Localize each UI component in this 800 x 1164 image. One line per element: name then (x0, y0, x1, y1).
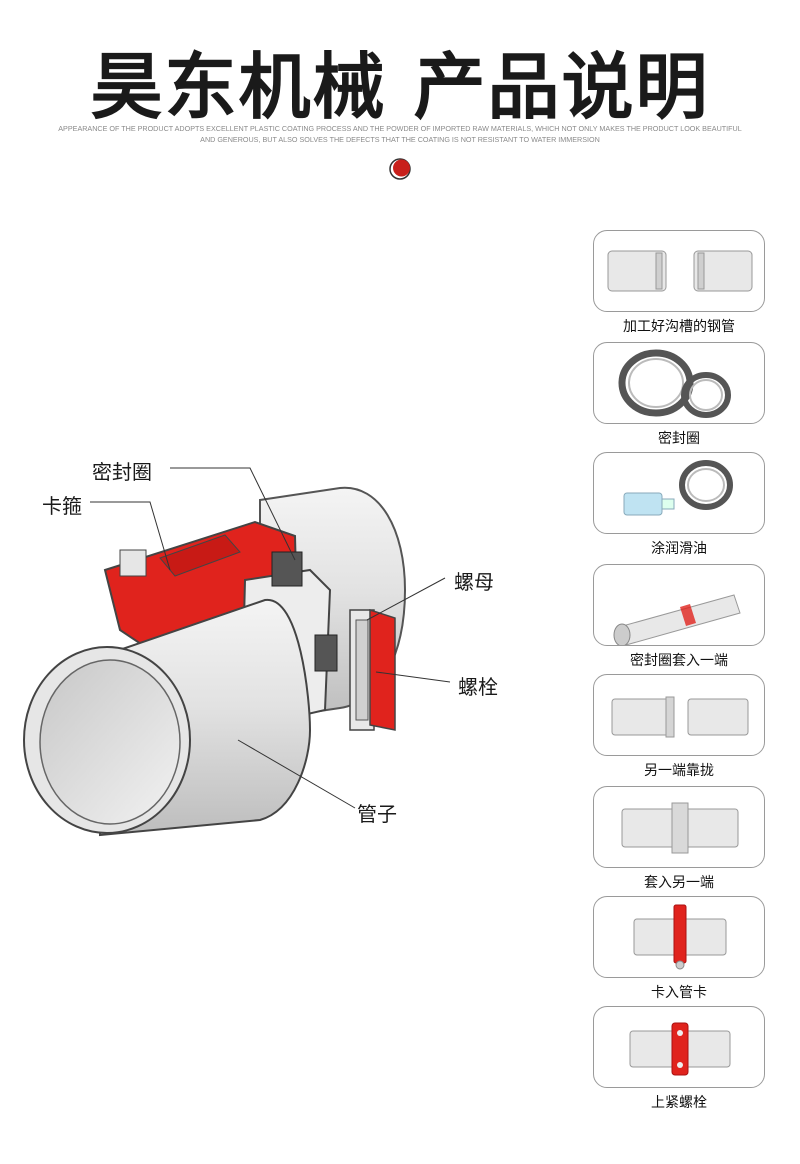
grooved-pipe-icon (607, 250, 753, 292)
step-label: 密封圈 (658, 431, 700, 447)
step-card-grooved-pipe (593, 230, 765, 312)
step-label: 另一端靠拢 (644, 763, 714, 779)
step-label: 加工好沟槽的钢管 (623, 319, 735, 335)
seal-ring-icon (618, 349, 731, 418)
step-card-bring-together (593, 674, 765, 756)
subtitle-line-2: AND GENEROUS, BUT ALSO SOLVES THE DEFECT… (200, 135, 600, 144)
step-card-fit-clamp (593, 896, 765, 978)
lubricant-bottle-icon (623, 460, 733, 516)
step-item: 加工好沟槽的钢管 (593, 230, 765, 336)
pipe-with-seal-icon (613, 594, 741, 645)
step-card-seal-ring (593, 342, 765, 424)
step-label: 上紧螺栓 (651, 1095, 707, 1111)
step-label: 密封圈套入一端 (630, 653, 728, 669)
subtitle-line-1: APPEARANCE OF THE PRODUCT ADOPTS EXCELLE… (58, 124, 742, 133)
page-title: 昊东机械 产品说明 (90, 45, 710, 129)
step-card-seal-on-end (593, 564, 765, 646)
clamp-fitted-icon (633, 904, 727, 970)
pipes-joined-icon (621, 802, 739, 854)
label-pipe: 管子 (357, 802, 397, 826)
step-label: 卡入管卡 (651, 985, 707, 1001)
step-card-tighten-bolts (593, 1006, 765, 1088)
coupling-diagram: 密封圈 卡箍 螺母 螺栓 管子 (10, 440, 570, 860)
step-item: 密封圈 (593, 342, 765, 448)
step-item: 卡入管卡 (593, 896, 765, 1002)
label-bolt: 螺栓 (458, 675, 498, 699)
page-subtitle: APPEARANCE OF THE PRODUCT ADOPTS EXCELLE… (30, 123, 770, 145)
step-item: 上紧螺栓 (593, 1006, 765, 1112)
step-card-insert-other-end (593, 786, 765, 868)
clamp-tightened-icon (629, 1022, 731, 1076)
step-card-lubricate (593, 452, 765, 534)
decorative-dot-icon (389, 158, 411, 180)
step-item: 另一端靠拢 (593, 674, 765, 780)
step-label: 套入另一端 (644, 875, 714, 891)
label-seal-ring: 密封圈 (92, 460, 152, 484)
coupling-illustration (23, 467, 451, 837)
label-clamp: 卡箍 (42, 494, 82, 518)
step-label: 涂润滑油 (651, 541, 707, 557)
step-item: 涂润滑油 (593, 452, 765, 558)
pipes-aligned-icon (611, 696, 749, 738)
step-item: 密封圈套入一端 (593, 564, 765, 670)
step-item: 套入另一端 (593, 786, 765, 892)
label-nut: 螺母 (454, 570, 494, 594)
